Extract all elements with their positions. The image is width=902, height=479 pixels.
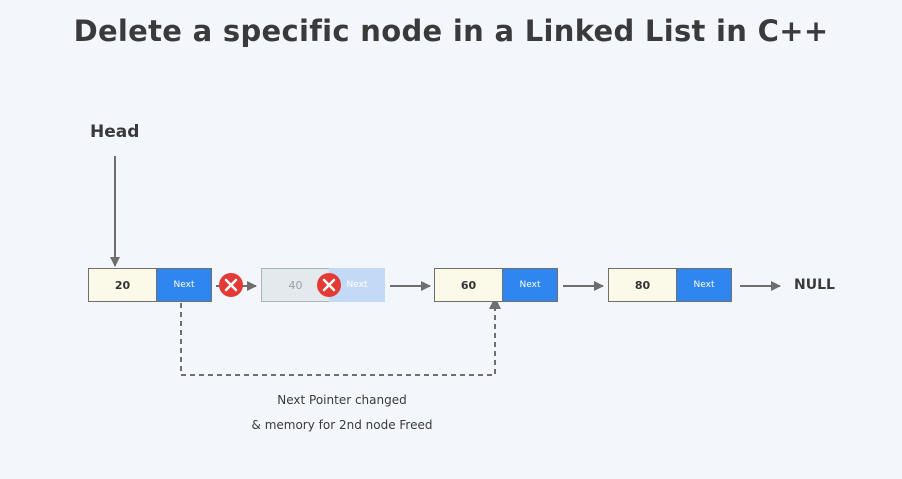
node-1: 20 Next (88, 268, 212, 302)
caption-line-2: & memory for 2nd node Freed (251, 418, 433, 432)
cross-icon (219, 273, 243, 297)
redirected-pointer-arrowhead (489, 297, 501, 309)
node-3: 60 Next (434, 268, 558, 302)
null-label: NULL (794, 277, 835, 293)
head-label: Head (90, 122, 140, 142)
node-4: 80 Next (608, 268, 732, 302)
cross-icon (317, 273, 341, 297)
node-1-data: 20 (88, 268, 156, 302)
redirected-next-pointer (180, 303, 496, 376)
caption-line-1: Next Pointer changed (277, 393, 407, 407)
node-1-next: Next (156, 268, 212, 302)
node-3-data: 60 (434, 268, 502, 302)
diagram-title: Delete a specific node in a Linked List … (73, 14, 829, 48)
node-4-data: 80 (608, 268, 676, 302)
node-4-next: Next (676, 268, 732, 302)
node-2-next: Next (329, 268, 385, 302)
node-3-next: Next (502, 268, 558, 302)
